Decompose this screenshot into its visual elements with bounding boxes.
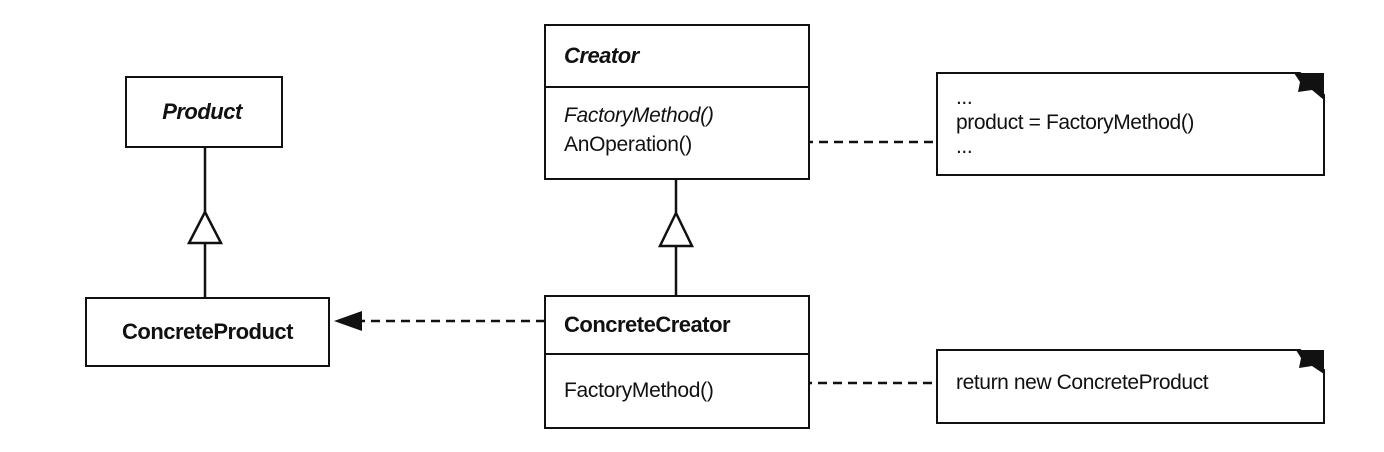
product-class-name: Product — [162, 99, 242, 124]
concrete-creator-class: ConcreteCreator FactoryMethod() — [544, 295, 810, 429]
creator-class-name: Creator — [564, 43, 639, 68]
concrete-creator-name-section: ConcreteCreator — [546, 297, 808, 353]
note-factorymethod-line-1: return new ConcreteProduct — [956, 371, 1209, 394]
creator-operations-section: FactoryMethod() AnOperation() — [546, 86, 808, 178]
product-class: Product — [125, 76, 283, 148]
note-anoperation-text: ... product = FactoryMethod() ... — [956, 86, 1195, 158]
generalization-product — [186, 148, 224, 297]
creator-class: Creator FactoryMethod() AnOperation() — [544, 24, 810, 180]
note-anoperation-line-2: product = FactoryMethod() — [956, 111, 1195, 134]
note-anoperation-line-3: ... — [956, 135, 973, 158]
concrete-creator-operation-factorymethod: FactoryMethod() — [564, 379, 714, 402]
concrete-product-class-name: ConcreteProduct — [122, 319, 293, 344]
concrete-creator-class-name: ConcreteCreator — [564, 312, 731, 337]
creator-operation-factorymethod: FactoryMethod() — [564, 104, 714, 127]
creator-operation-anoperation: AnOperation() — [564, 133, 692, 156]
dependency-creates — [334, 311, 545, 331]
generalization-creator — [658, 178, 694, 297]
note-anoperation-shape — [936, 72, 1325, 176]
note-factorymethod-shape — [936, 349, 1325, 424]
creator-name-section: Creator — [546, 26, 808, 86]
note-anoperation-line-1: ... — [956, 86, 973, 109]
concrete-product-class: ConcreteProduct — [85, 297, 330, 367]
note-factorymethod-text: return new ConcreteProduct — [956, 371, 1209, 395]
concrete-creator-operations-section: FactoryMethod() — [546, 353, 808, 427]
